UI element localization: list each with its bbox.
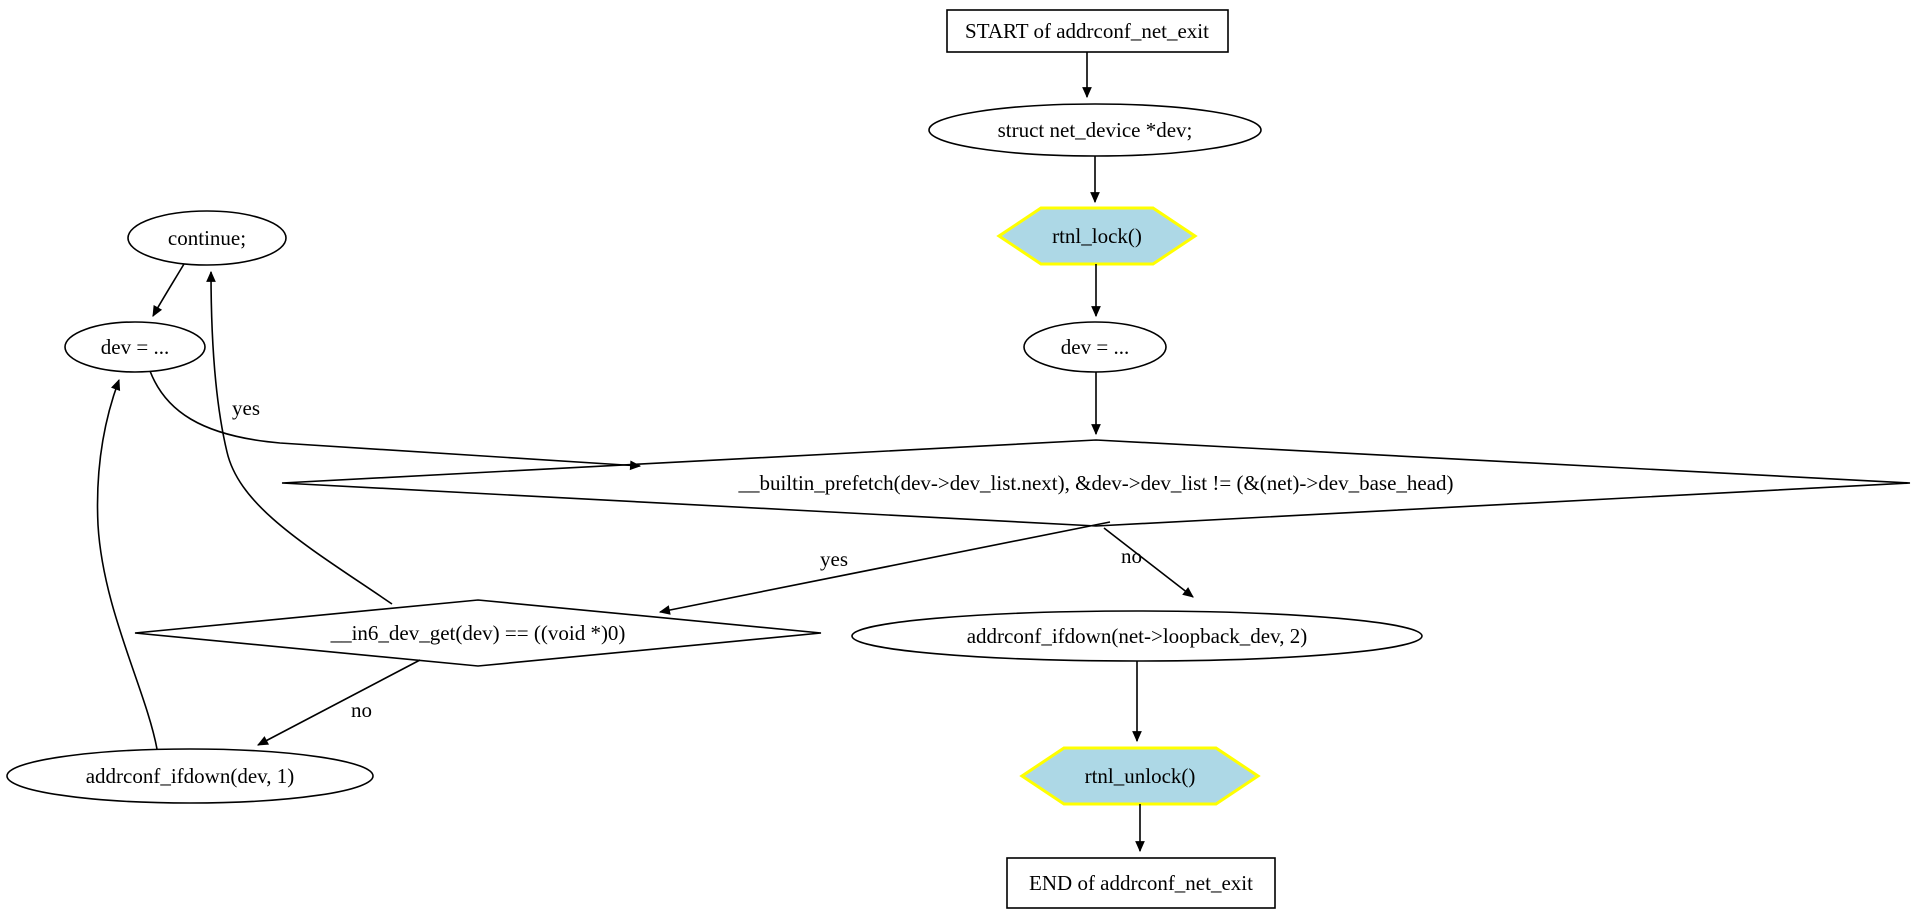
node-declare-dev: struct net_device *dev; bbox=[928, 103, 1262, 157]
dev-assign-loop-ellipse bbox=[64, 321, 206, 373]
rtnl-lock-hexagon bbox=[996, 206, 1198, 266]
end-label: END of addrconf_net_exit bbox=[1029, 871, 1253, 895]
edge-ifdown-dev-to-dev-assign-loop bbox=[96, 378, 158, 750]
node-dev-assign-loop: dev = ... bbox=[64, 321, 206, 373]
loop-condition-diamond bbox=[281, 439, 1911, 527]
ifdown-dev-ellipse bbox=[6, 748, 374, 804]
edge-label-check-no: no bbox=[351, 698, 372, 722]
start-label: START of addrconf_net_exit bbox=[965, 19, 1209, 43]
node-start: START of addrconf_net_exit bbox=[946, 9, 1229, 53]
continue-ellipse bbox=[127, 210, 287, 266]
edge-in6-check-yes-to-continue bbox=[206, 270, 393, 605]
ifdown-dev-label: addrconf_ifdown(dev, 1) bbox=[86, 764, 295, 788]
edge-label-check-yes: yes bbox=[232, 396, 260, 420]
edge-loop-no-to-ifdown-loopback bbox=[1103, 527, 1194, 598]
node-dev-assign: dev = ... bbox=[1023, 321, 1167, 373]
node-ifdown-dev: addrconf_ifdown(dev, 1) bbox=[6, 748, 374, 804]
rtnl-lock-label: rtnl_lock() bbox=[1052, 224, 1142, 248]
rtnl-unlock-label: rtnl_unlock() bbox=[1085, 764, 1196, 788]
ifdown-loopback-label: addrconf_ifdown(net->loopback_dev, 2) bbox=[967, 624, 1308, 648]
node-continue: continue; bbox=[127, 210, 287, 266]
edge-label-loop-no: no bbox=[1121, 544, 1142, 568]
loop-condition-label: __builtin_prefetch(dev->dev_list.next), … bbox=[737, 471, 1453, 495]
rtnl-unlock-hexagon bbox=[1019, 746, 1261, 806]
dev-assign-label: dev = ... bbox=[1061, 335, 1129, 359]
edge-in6-check-no-to-ifdown-dev bbox=[257, 659, 421, 746]
node-rtnl-lock: rtnl_lock() bbox=[996, 206, 1198, 266]
node-rtnl-unlock: rtnl_unlock() bbox=[1019, 746, 1261, 806]
end-box bbox=[1006, 857, 1276, 909]
node-loop-condition: __builtin_prefetch(dev->dev_list.next), … bbox=[281, 439, 1911, 527]
start-box bbox=[946, 9, 1229, 53]
declare-dev-label: struct net_device *dev; bbox=[998, 118, 1193, 142]
edge-label-loop-yes: yes bbox=[820, 547, 848, 571]
edge-continue-to-dev-assign-loop bbox=[152, 263, 185, 317]
dev-assign-ellipse bbox=[1023, 321, 1167, 373]
node-ifdown-loopback: addrconf_ifdown(net->loopback_dev, 2) bbox=[851, 610, 1423, 662]
node-in6-dev-check: __in6_dev_get(dev) == ((void *)0) bbox=[134, 599, 822, 667]
in6-dev-check-label: __in6_dev_get(dev) == ((void *)0) bbox=[330, 621, 626, 645]
in6-dev-check-diamond bbox=[134, 599, 822, 667]
edge-loop-yes-to-in6-check bbox=[658, 521, 1111, 615]
continue-label: continue; bbox=[168, 226, 246, 250]
edge-dev-assign-loop-to-loop-condition bbox=[149, 370, 642, 471]
dev-assign-loop-label: dev = ... bbox=[101, 335, 169, 359]
node-end: END of addrconf_net_exit bbox=[1006, 857, 1276, 909]
